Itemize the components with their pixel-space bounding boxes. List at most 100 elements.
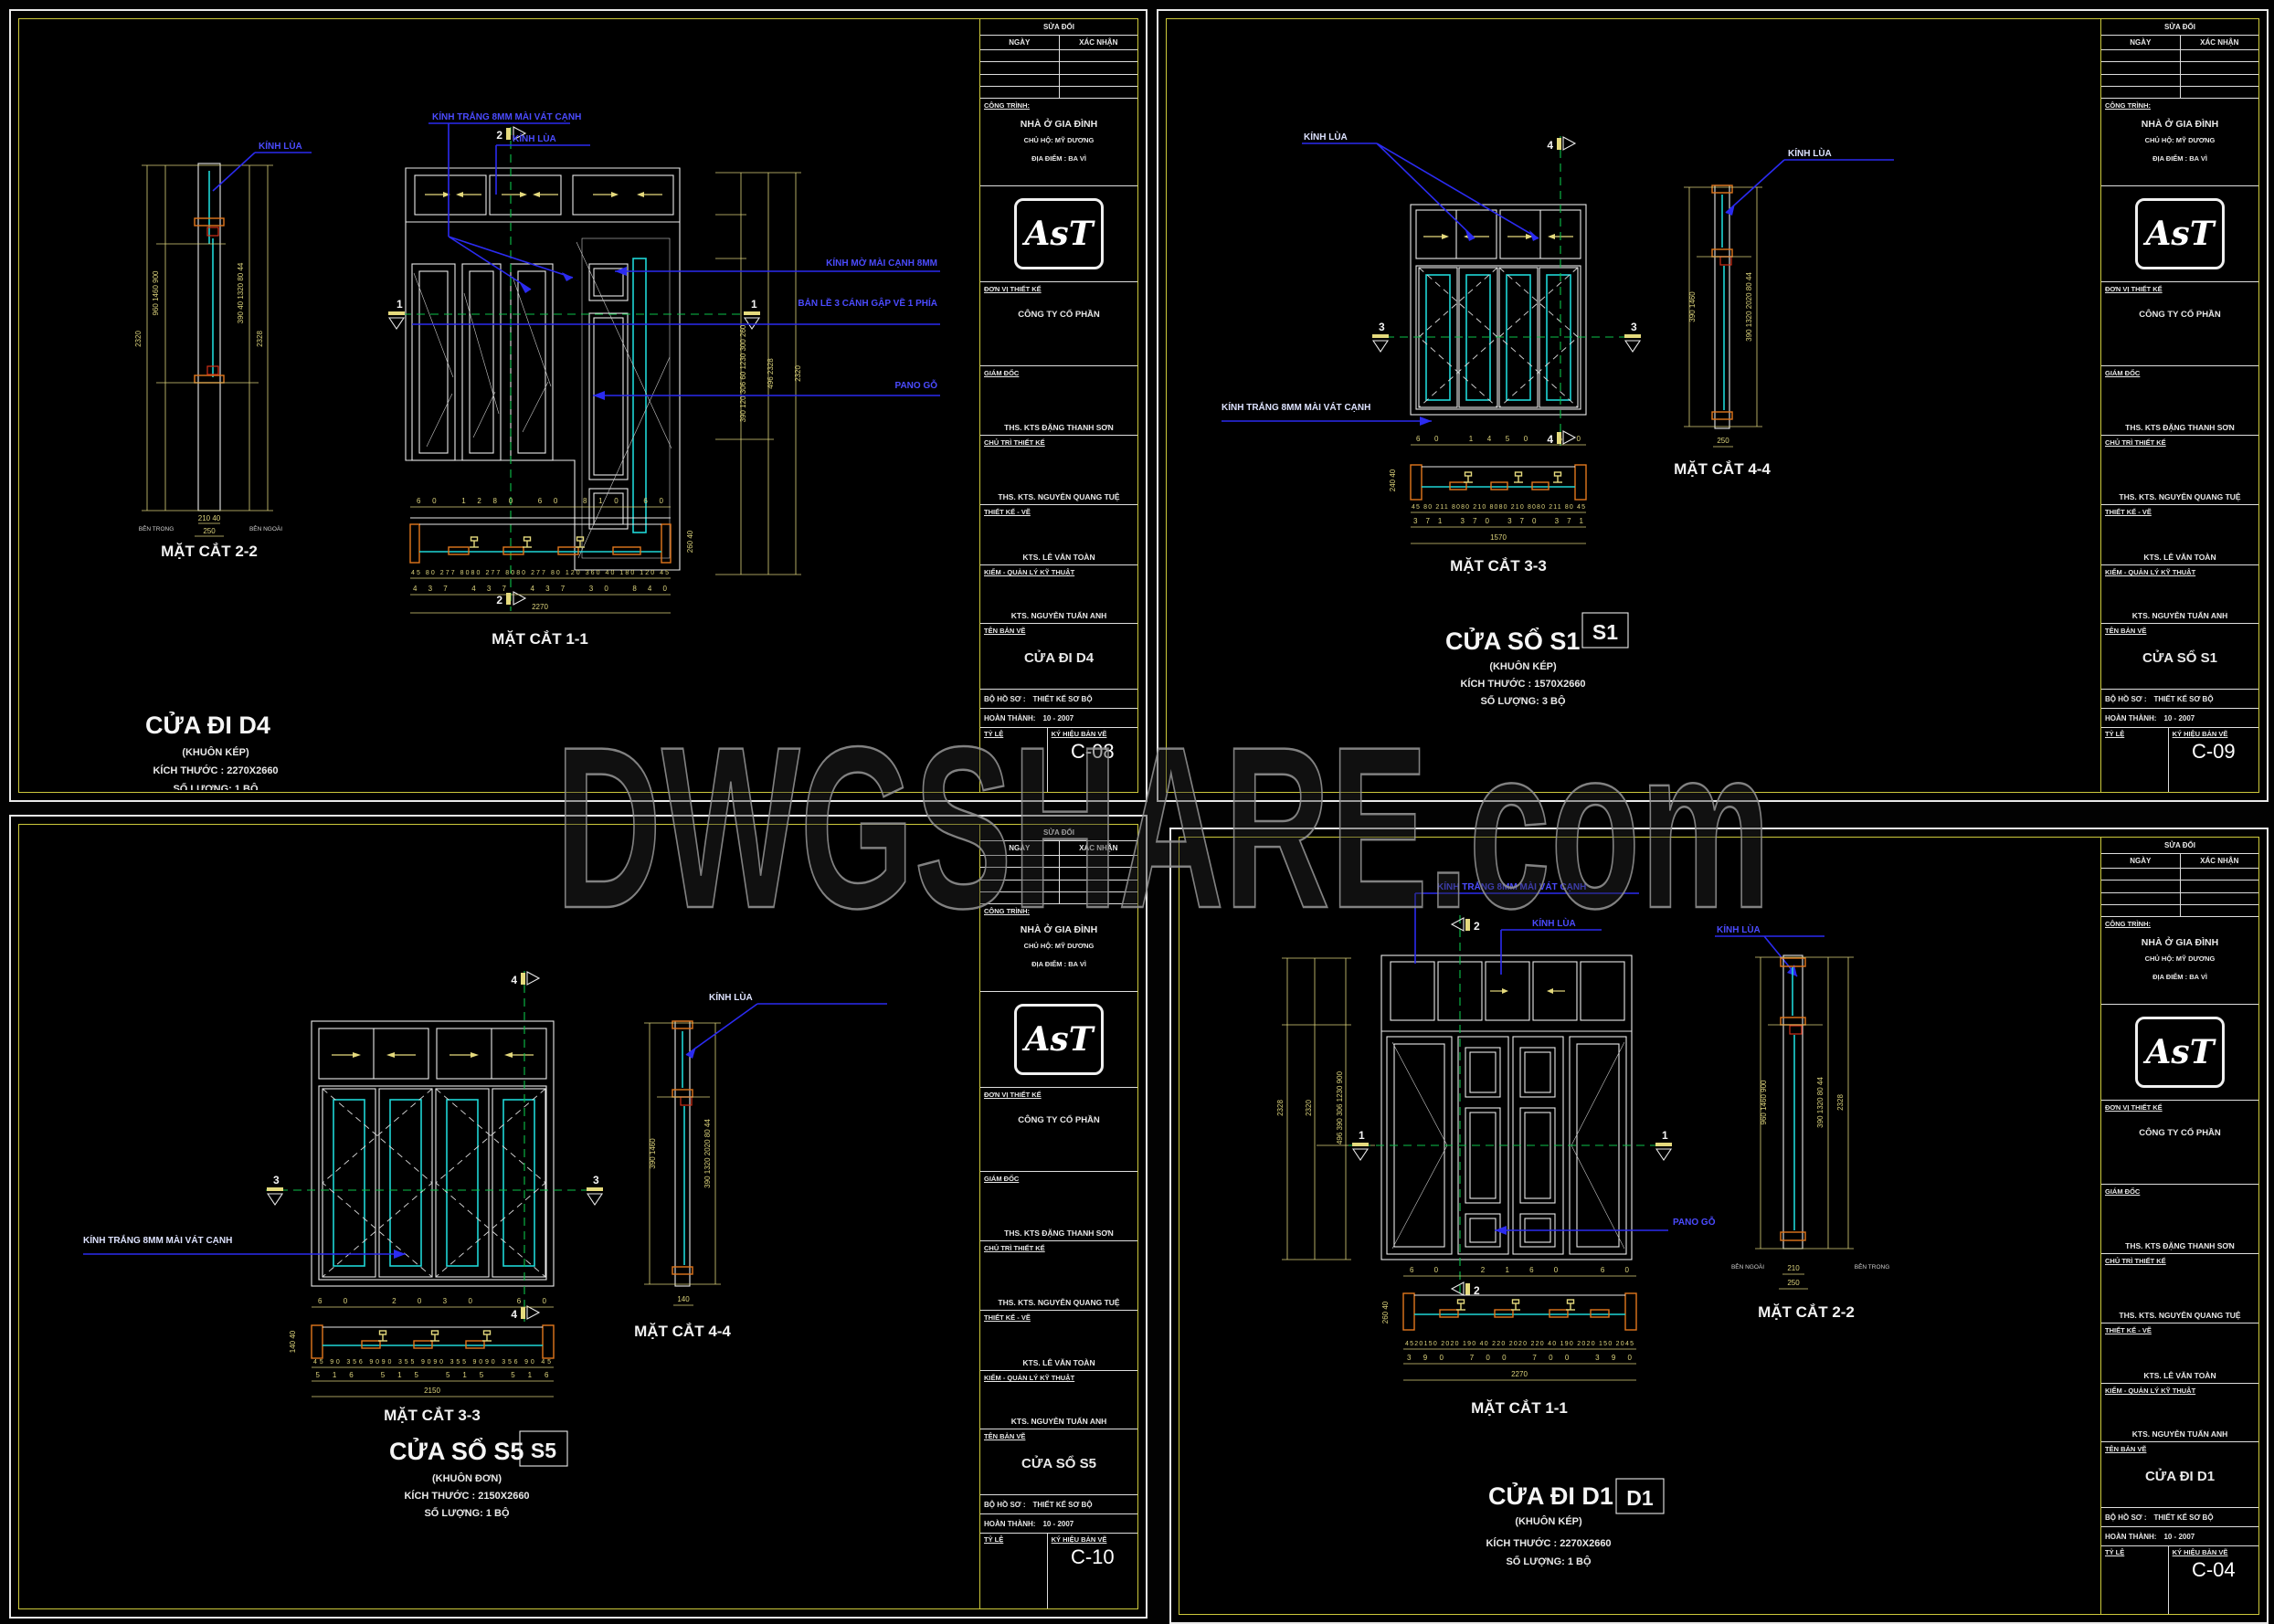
- sheet-title-s1: CỬA SỔ S1 S1 (KHUÔN KÉP) KÍCH THƯỚC : 15…: [1445, 612, 1629, 707]
- company-logo-box: AsT: [2135, 198, 2225, 269]
- door-title: CỬA ĐI D4: [145, 710, 270, 739]
- sheet-frame-s1: 4 4 3 3: [1166, 18, 2259, 793]
- drawing-name-section: TÊN BẢN VẼ CỬA SỔ S1: [2101, 624, 2258, 690]
- revision-empty-row: [2101, 881, 2258, 893]
- revision-empty-row: [2101, 869, 2258, 881]
- scale-label: TỶ LỆ: [984, 730, 1004, 738]
- project-owner: CHỦ HỘ: MỸ DƯƠNG: [2144, 136, 2216, 144]
- window-elevation-s1: [1410, 204, 1587, 416]
- dossier-row: BỘ HỒ SƠ : THIẾT KẾ SƠ BỘ: [2101, 1508, 2258, 1527]
- revision-empty-row: [980, 856, 1137, 869]
- dim-text: 260 40: [1381, 1301, 1390, 1323]
- title-block-s1: SỬA ĐỔI NGÀY XÁC NHẬN CÔNG TRÌNH: NHÀ Ở …: [2100, 19, 2258, 792]
- designer-label: THIẾT KẾ - VẼ: [2105, 1326, 2152, 1334]
- designer-name: KTS. LÊ VĂN TOÀN: [2143, 553, 2216, 562]
- section-cut-lines: 4 4 3 3: [1371, 136, 1642, 448]
- revision-empty-row: [2101, 62, 2258, 75]
- glass-top-label: KÍNH TRẮNG 8MM MÀI VÁT CẠNH: [1222, 401, 1370, 413]
- project-location: ĐỊA ĐIỂM : BA VÌ: [2152, 973, 2207, 981]
- glass-slide-label: KÍNH LÙA: [259, 140, 302, 152]
- finish-row: HOÀN THÀNH: 10 - 2007: [980, 1514, 1137, 1534]
- company-logo: AsT: [980, 186, 1137, 282]
- section-mark-1-right: 1: [743, 298, 761, 330]
- dim-text: 390 1320 2020 80 44: [1745, 272, 1753, 342]
- scale-label: TỶ LỆ: [2105, 730, 2125, 738]
- dim-text: 516 515 515 516: [316, 1371, 550, 1379]
- window-quantity: SỐ LƯỢNG: 1 BỘ: [424, 1506, 510, 1519]
- checker-label: KIỂM - QUẢN LÝ KỸ THUẬT: [984, 568, 1075, 576]
- revision-header: SỬA ĐỔI: [980, 825, 1137, 841]
- section-2-2-title: MẶT CẮT 2-2: [1758, 1303, 1855, 1321]
- dim-text: 960 1460 900: [152, 270, 160, 315]
- drawing-name-section: TÊN BẢN VẼ CỬA ĐI D1: [2101, 1442, 2258, 1508]
- lead-designer-name: THS. KTS. NGUYỄN QUANG TUỆ: [998, 1298, 1120, 1307]
- scale-label: TỶ LỆ: [2105, 1548, 2125, 1556]
- checker-name: KTS. NGUYỄN TUẤN ANH: [1010, 1417, 1107, 1426]
- revision-col-date: NGÀY: [2101, 36, 2181, 49]
- revision-empty-row: [2101, 74, 2258, 87]
- code-label: KÝ HIỆU BẢN VẼ: [2172, 1548, 2228, 1556]
- dim-text: 1570: [1490, 533, 1507, 542]
- project-label: CÔNG TRÌNH:: [2105, 920, 2151, 928]
- designer-name: KTS. LÊ VĂN TOÀN: [1022, 553, 1095, 562]
- checker-label: KIỂM - QUẢN LÝ KỸ THUẬT: [984, 1374, 1075, 1382]
- window-size: KÍCH THƯỚC : 2150X2660: [404, 1490, 529, 1502]
- finish-value: 10 - 2007: [2163, 1532, 2195, 1541]
- revision-col-date: NGÀY: [980, 841, 1060, 855]
- dim-text: 2328: [256, 331, 264, 347]
- glass-slide-label: KÍNH LÙA: [709, 991, 753, 1003]
- mark-number: 3: [273, 1174, 280, 1186]
- sheet-cua-so-s1: 4 4 3 3: [1157, 9, 2269, 802]
- glass-frosted-label: KÍNH MỜ MÀI CẠNH 8MM: [826, 257, 937, 269]
- inside-label: BÊN TRONG: [139, 524, 175, 533]
- glass-top-label: KÍNH TRẮNG 8MM MÀI VÁT CẠNH: [83, 1234, 232, 1246]
- annotation-leaders: KÍNH LÙA KÍNH TRẮNG 8MM MÀI VÁT CẠNH: [1222, 131, 1539, 426]
- dim-text: 371 370 370 371: [1413, 517, 1584, 525]
- door-tag: D1: [1626, 1486, 1654, 1510]
- hinge-label: BẢN LỀ 3 CÁNH GẬP VỀ 1 PHÍA: [798, 297, 937, 309]
- project-owner: CHỦ HỘ: MỸ DƯƠNG: [1023, 136, 1095, 144]
- revision-columns: NGÀY XÁC NHẬN: [2101, 36, 2258, 50]
- elevation-dimensions-left: 496 390 306 1230 900 2320 2328: [1276, 957, 1375, 1260]
- project-section: CÔNG TRÌNH: NHÀ Ở GIA ĐÌNH CHỦ HỘ: MỸ DƯ…: [2101, 917, 2258, 1005]
- scale-label: TỶ LỆ: [984, 1535, 1004, 1544]
- revision-col-confirm: XÁC NHẬN: [2200, 38, 2239, 47]
- checker-section: KIỂM - QUẢN LÝ KỸ THUẬT KTS. NGUYỄN TUẤN…: [2101, 1384, 2258, 1442]
- section-mark-4-top: 4: [1547, 136, 1577, 152]
- checker-label: KIỂM - QUẢN LÝ KỸ THUẬT: [2105, 1387, 2196, 1395]
- dim-text: 390 40 1320 80 44: [237, 262, 245, 323]
- revision-empty-row: [980, 50, 1137, 63]
- annotation-leaders: KÍNH TRẮNG 8MM MÀI VÁT CẠNH KÍNH LÙA KÍN…: [1414, 881, 1824, 1235]
- dossier-label: BỘ HỒ SƠ :: [2105, 694, 2147, 703]
- dim-text: 210 40: [198, 514, 221, 522]
- glass-slide-label: KÍNH LÙA: [1532, 917, 1576, 929]
- director-name: THS. KTS ĐẶNG THANH SƠN: [1004, 423, 1114, 432]
- sheet-frame-d1: 496 390 306 1230 900 2320 2328: [1179, 837, 2259, 1615]
- section-3-3-title: MẶT CẮT 3-3: [1450, 557, 1547, 575]
- title-block-s5: SỬA ĐỔI NGÀY XÁC NHẬN CÔNG TRÌNH: NHÀ Ở …: [979, 825, 1137, 1608]
- lead-designer-section: CHỦ TRÌ THIẾT KẾ THS. KTS. NGUYỄN QUANG …: [2101, 436, 2258, 505]
- design-unit-section: ĐƠN VỊ THIẾT KẾ CÔNG TY CỔ PHẦN: [2101, 282, 2258, 366]
- scale-code-row: TỶ LỆ KÝ HIỆU BẢN VẼ C-04: [2101, 1546, 2258, 1614]
- code-cell: KÝ HIỆU BẢN VẼ C-08: [1048, 728, 1137, 792]
- scale-cell: TỶ LỆ: [2101, 1546, 2169, 1614]
- section-mark-4-bottom: 4: [1547, 430, 1577, 446]
- sheet-title-d4: CỬA ĐI D4 (KHUÔN KÉP) KÍCH THƯỚC : 2270X…: [145, 710, 279, 790]
- design-unit-name: CÔNG TY CỔ PHẦN: [1018, 1115, 1100, 1125]
- section-cut-lines: 2 2 1 1: [387, 126, 761, 611]
- checker-section: KIỂM - QUẢN LÝ KỸ THUẬT KTS. NGUYỄN TUẤN…: [2101, 565, 2258, 624]
- dim-text: 60 2030 60: [318, 1297, 547, 1305]
- revision-empty-row: [980, 868, 1137, 881]
- drawing-code: C-09: [2191, 740, 2236, 763]
- mark-number: 1: [1662, 1129, 1668, 1142]
- dim-text: 2320: [1305, 1100, 1313, 1116]
- dim-text: 2328: [1276, 1100, 1285, 1116]
- checker-section: KIỂM - QUẢN LÝ KỸ THUẬT KTS. NGUYỄN TUẤN…: [980, 1371, 1137, 1429]
- drawing-code: C-04: [2191, 1558, 2236, 1581]
- director-section: GIÁM ĐỐC THS. KTS ĐẶNG THANH SƠN: [2101, 1185, 2258, 1254]
- dim-text: 2270: [532, 603, 548, 611]
- section-mark-3-left: 3: [266, 1174, 284, 1206]
- revision-col-date: NGÀY: [980, 36, 1060, 49]
- dim-text: 496 390 306 1230 900: [1336, 1070, 1344, 1144]
